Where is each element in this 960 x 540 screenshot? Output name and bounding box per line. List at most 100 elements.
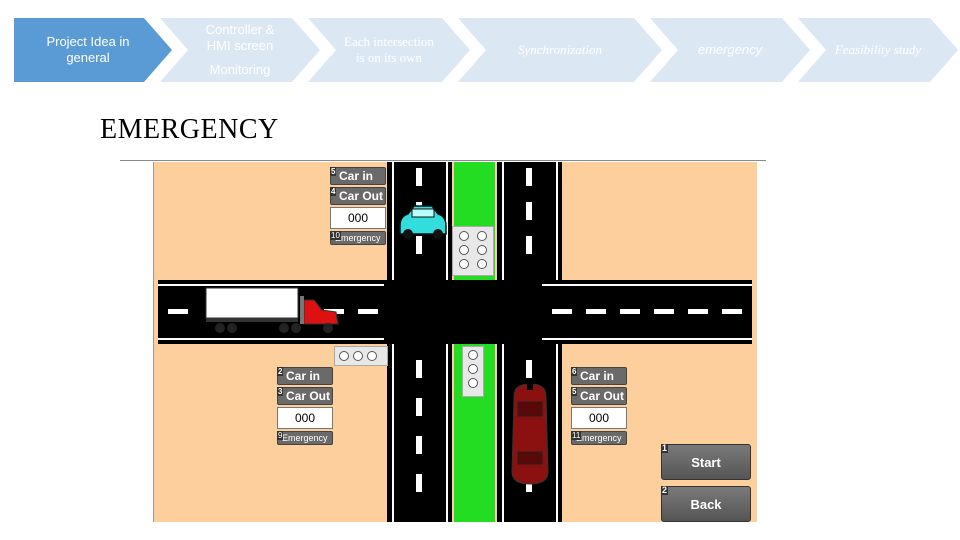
nav-step-sublabel: Monitoring	[209, 62, 271, 77]
nav-step-label: Each intersection is on its own	[344, 34, 434, 65]
nav-step-synchronization[interactable]: Synchronization	[458, 18, 662, 82]
lamp-icon	[468, 350, 478, 360]
truck-icon	[205, 287, 339, 333]
road-edge	[542, 284, 752, 286]
lane-stripe	[416, 398, 422, 416]
car-count-display: 000	[277, 407, 333, 429]
tag-id: 9	[277, 431, 284, 440]
emergency-label: Emergency	[282, 433, 328, 443]
nav-step-emergency[interactable]: emergency	[650, 18, 810, 82]
tag-id: 4	[330, 187, 337, 196]
tag-id: 2	[277, 367, 284, 376]
car-in-label: Car in	[339, 169, 374, 183]
lane-stripe	[416, 360, 422, 378]
lane-stripe	[416, 436, 422, 454]
road-edge	[446, 162, 448, 280]
nav-step-each-intersection[interactable]: Each intersection is on its own	[308, 18, 470, 82]
lane-stripe	[416, 168, 422, 186]
tag-id: 2	[661, 485, 669, 495]
nav-step-label: Synchronization	[517, 42, 602, 57]
lane-stripe	[358, 309, 378, 314]
lane-stripe	[654, 309, 674, 314]
start-button[interactable]: 1 Start	[661, 444, 751, 480]
lane-stripe	[722, 309, 742, 314]
red-car-icon	[511, 382, 549, 485]
tag-id: 6	[571, 367, 578, 376]
lane-stripe	[620, 309, 640, 314]
tag-id: 10	[330, 231, 341, 240]
lamp-icon	[477, 231, 487, 241]
intersection-center	[384, 280, 542, 344]
tag-id: 11	[571, 431, 582, 440]
road-edge	[556, 162, 558, 280]
traffic-light-bottom	[462, 346, 484, 397]
car-out-label: Car Out	[580, 389, 625, 403]
lamp-icon	[477, 245, 487, 255]
car-in-label: Car in	[286, 369, 321, 383]
lamp-icon	[459, 259, 469, 269]
car-count-display: 000	[330, 207, 386, 229]
car-in-label: Car in	[580, 369, 615, 383]
cyan-car-icon	[399, 205, 447, 239]
road-edge	[158, 284, 384, 286]
nav-step-feasibility[interactable]: Feasibility study	[798, 18, 958, 82]
lane-stripe	[586, 309, 606, 314]
lane-stripe	[552, 309, 572, 314]
road-edge	[392, 162, 394, 280]
lane-stripe	[416, 474, 422, 492]
road-edge	[556, 344, 558, 522]
road-edge	[502, 162, 504, 280]
back-button[interactable]: 2 Back	[661, 486, 751, 522]
lane-stripe	[168, 309, 188, 314]
nav-step-controller-hmi[interactable]: Controller & HMI screen Monitoring	[160, 18, 320, 82]
lamp-icon	[459, 245, 469, 255]
road-edge	[158, 338, 384, 340]
page-title: EMERGENCY	[100, 114, 279, 145]
lamp-icon	[468, 364, 478, 374]
start-label: Start	[691, 454, 721, 470]
car-count-display: 000	[571, 407, 627, 429]
lamp-icon	[367, 351, 377, 361]
tag-id: 5	[330, 167, 337, 176]
road-edge	[392, 344, 394, 522]
lamp-icon	[459, 231, 469, 241]
traffic-light-top	[452, 226, 494, 276]
lane-stripe	[526, 236, 532, 254]
nav-step-label: emergency	[697, 42, 763, 57]
nav-step-label: Feasibility study	[834, 42, 922, 57]
lamp-icon	[339, 351, 349, 361]
nav-step-label: Controller & HMI screen	[205, 22, 275, 53]
lamp-icon	[353, 351, 363, 361]
car-out-label: Car Out	[339, 189, 384, 203]
back-label: Back	[690, 496, 722, 512]
lane-stripe	[526, 202, 532, 220]
lane-stripe	[526, 168, 532, 186]
traffic-light-left	[334, 346, 388, 366]
lamp-icon	[468, 378, 478, 388]
tag-id: 3	[277, 387, 284, 396]
tag-id: 5	[571, 387, 578, 396]
road-edge	[502, 344, 504, 522]
lane-stripe	[416, 236, 422, 254]
car-out-label: Car Out	[286, 389, 331, 403]
nav-step-project-idea[interactable]: Project Idea in general	[14, 18, 172, 82]
tag-id: 1	[661, 443, 669, 453]
road-edge	[446, 344, 448, 522]
lamp-icon	[477, 259, 487, 269]
nav-step-label: Project Idea in general	[46, 34, 130, 65]
lane-stripe	[526, 360, 532, 378]
road-horizontal-right	[542, 280, 752, 344]
road-edge	[542, 338, 752, 340]
